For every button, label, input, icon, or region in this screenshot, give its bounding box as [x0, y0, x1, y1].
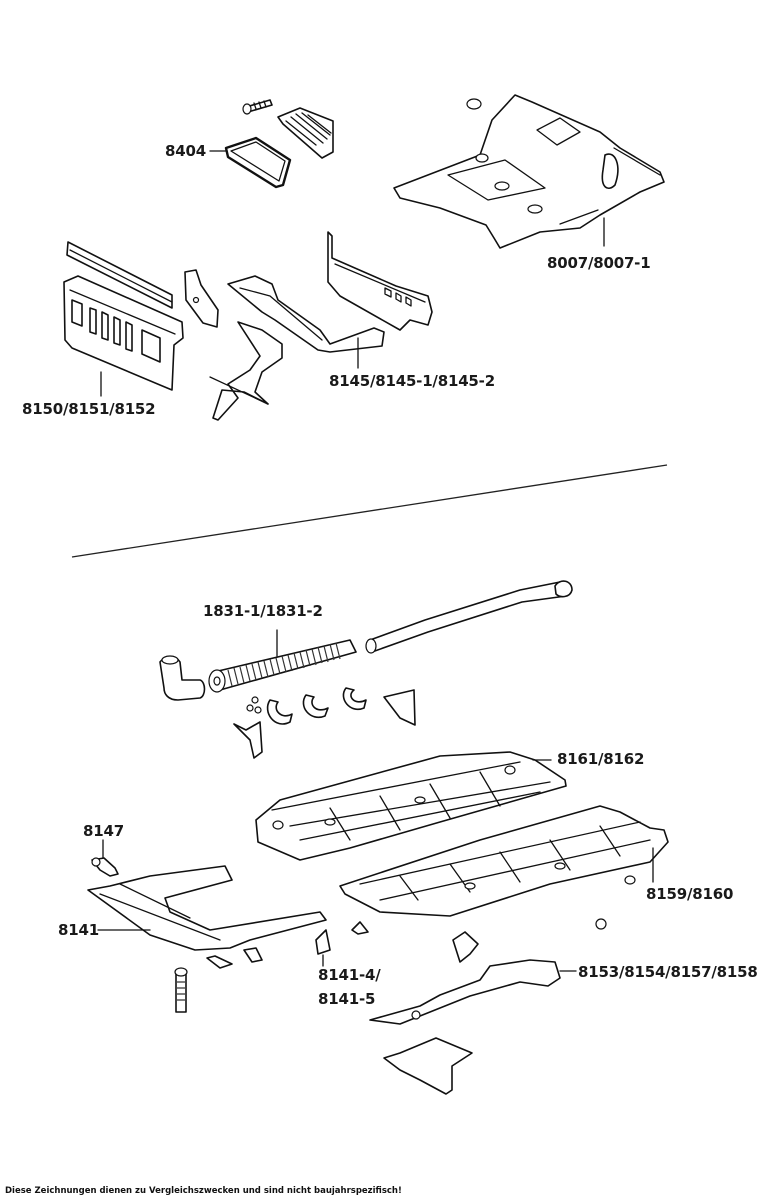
floor-plate-part-8161: [255, 751, 567, 861]
long-pipe-part: [365, 580, 573, 654]
front-member-part-8141: [87, 865, 327, 951]
hose-elbow-part: [159, 655, 206, 701]
label-8007: 8007/8007-1: [547, 254, 651, 272]
label-8141-5: 8141-5: [318, 990, 376, 1008]
label-8161: 8161/8162: [557, 750, 645, 768]
rear-panel-part-8150: [63, 241, 184, 397]
clamps-part: [233, 687, 416, 759]
plate-bottom-part: [383, 1037, 473, 1095]
label-8147: 8147: [83, 822, 124, 840]
side-member-part-8153: [369, 959, 577, 1025]
small-clips-part: [206, 921, 369, 969]
support-bracket-part: [209, 321, 283, 421]
screw-part: [242, 99, 273, 115]
label-8141-4: 8141-4/: [318, 966, 381, 984]
bracket-part: [184, 269, 219, 328]
bolt-part: [174, 967, 188, 1013]
clip-part-8147: [91, 839, 119, 877]
label-8141: 8141: [58, 921, 99, 939]
label-8404: 8404: [165, 142, 206, 160]
disclaimer-footer: Diese Zeichnungen dienen zu Vergleichszw…: [5, 1186, 402, 1196]
label-1831: 1831-1/1831-2: [203, 602, 323, 620]
cross-member-part-8145: [227, 275, 385, 369]
seal-frame-part-8404: [209, 136, 292, 189]
section-divider: [71, 464, 668, 558]
bracket-small-part: [452, 931, 479, 963]
floor-assembly-part-8007: [393, 94, 665, 249]
floor-plate-part-8159: [339, 805, 669, 930]
rear-member-part: [327, 231, 433, 331]
label-8159: 8159/8160: [646, 885, 734, 903]
label-8153: 8153/8154/8157/8158: [578, 963, 758, 981]
vent-grille-part: [277, 107, 334, 159]
label-8145: 8145/8145-1/8145-2: [329, 372, 495, 390]
label-8150: 8150/8151/8152: [22, 400, 156, 418]
corrugated-hose-part-1831: [208, 629, 357, 693]
